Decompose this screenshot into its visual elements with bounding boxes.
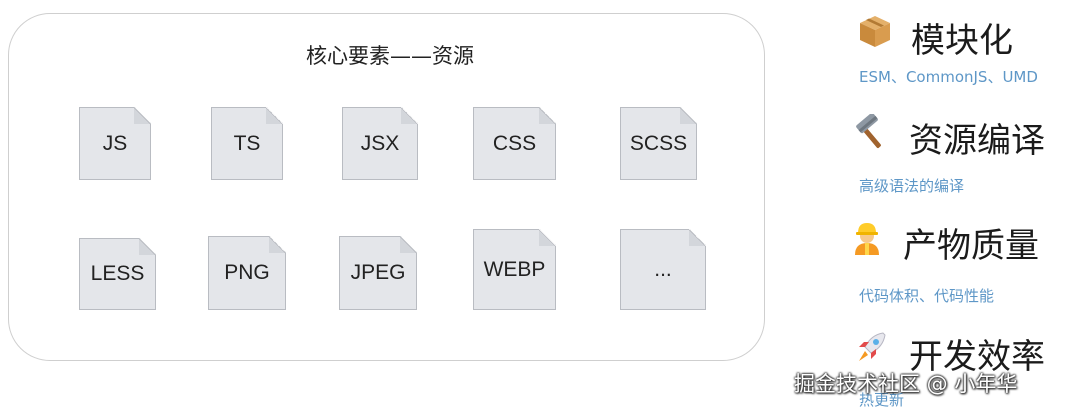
file-less: LESS — [79, 238, 156, 310]
watermark: 掘金技术社区 @ 小年华 — [794, 372, 1018, 396]
file-label: LESS — [90, 262, 145, 285]
panel-title: 核心要素——资源 — [306, 44, 474, 68]
rocket-icon — [859, 332, 886, 361]
file-jpeg: JPEG — [339, 236, 417, 310]
feature-subtitle-output-quality: 代码体积、代码性能 — [859, 287, 995, 305]
feature-title-dev-efficiency: 开发效率 — [909, 337, 1045, 377]
file-ts: TS — [211, 107, 283, 180]
file-label: SCSS — [629, 131, 688, 155]
feature-subtitle-compilation: 高级语法的编译 — [859, 177, 965, 195]
feature-title-output-quality: 产物质量 — [903, 226, 1039, 266]
file-label: PNG — [224, 261, 270, 284]
file-png: PNG — [208, 236, 286, 310]
package-icon — [860, 16, 890, 47]
file-js: JS — [79, 107, 151, 180]
file-label: CSS — [492, 131, 537, 155]
file-label: TS — [233, 131, 261, 155]
file-webp: WEBP — [473, 229, 556, 310]
file-label: JS — [102, 131, 128, 155]
file-jsx: JSX — [342, 107, 418, 180]
file-label: JSX — [360, 131, 400, 155]
hammer-icon — [856, 114, 881, 149]
feature-title-compilation: 资源编译 — [909, 121, 1045, 161]
file-label: WEBP — [483, 257, 546, 281]
feature-subtitle-modularity: ESM、CommonJS、UMD — [859, 68, 1038, 86]
file-css: CSS — [473, 107, 556, 180]
file-scss: SCSS — [620, 107, 697, 180]
feature-subtitle-dev-efficiency: 热更新 — [859, 391, 905, 409]
file-label: JPEG — [350, 261, 406, 284]
construction-worker-icon — [855, 223, 879, 255]
file-more: ... — [620, 229, 706, 310]
file-label: ... — [654, 257, 672, 281]
feature-title-modularity: 模块化 — [911, 21, 1013, 61]
